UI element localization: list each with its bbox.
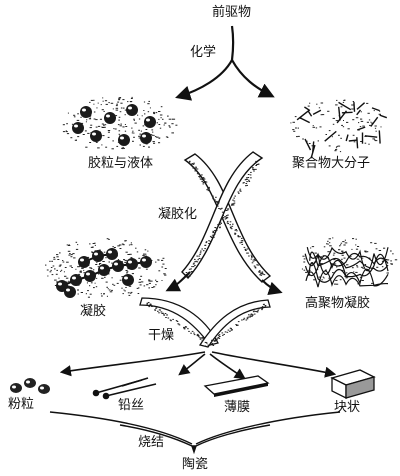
polymer-gel-illustration [301,237,398,288]
ceramic-label: 陶瓷 [182,457,209,472]
bulk-label: 块状 [334,400,361,415]
precursor-stem [230,25,235,61]
drying-band-b [198,299,271,348]
gelation-crossing-bands [165,151,283,296]
arrow-to-film [209,353,246,380]
film-illustration [203,375,270,397]
arrow-to-powder [59,351,206,377]
polymer-molecule-illustration [290,99,388,159]
gelation-step-label: 凝胶化 [158,207,198,222]
arrow-to-fiber [178,353,206,376]
arrow-to-gel [165,271,191,292]
film-label: 薄膜 [224,400,251,415]
sintering-converging-lines [49,411,341,455]
drying-step-label: 干燥 [148,328,175,343]
gel-label: 凝胶 [80,304,107,319]
colloid-liquid-label: 胶粒与液体 [88,156,154,171]
powder-illustration [10,378,50,394]
gelation-band-right-to-left [181,151,264,280]
fiber-label: 铅丝 [118,398,145,413]
sintering-step-label: 烧结 [138,435,165,450]
bulk-illustration [330,369,376,400]
arrow-to-polymer [231,59,275,98]
drying-crossing-bands [139,297,271,348]
gelation-texture [185,160,266,278]
powder-label: 粉粒 [8,397,35,412]
arrow-to-bulk [211,351,337,378]
polymer-gel-label: 高聚物凝胶 [305,296,371,311]
colloid-liquid-illustration [62,96,178,150]
arrow-to-polymer-gel [261,279,283,296]
drying-texture [146,302,267,347]
fiber-illustration [92,377,157,400]
gel-illustration [45,238,167,298]
chemistry-split-arrows [175,25,275,101]
polymer-molecule-label: 聚合物大分子 [292,156,371,171]
precursor-label: 前驱物 [212,5,252,20]
chemistry-step-label: 化学 [190,45,217,60]
product-arrows [59,351,337,380]
arrow-to-colloid [175,59,233,101]
